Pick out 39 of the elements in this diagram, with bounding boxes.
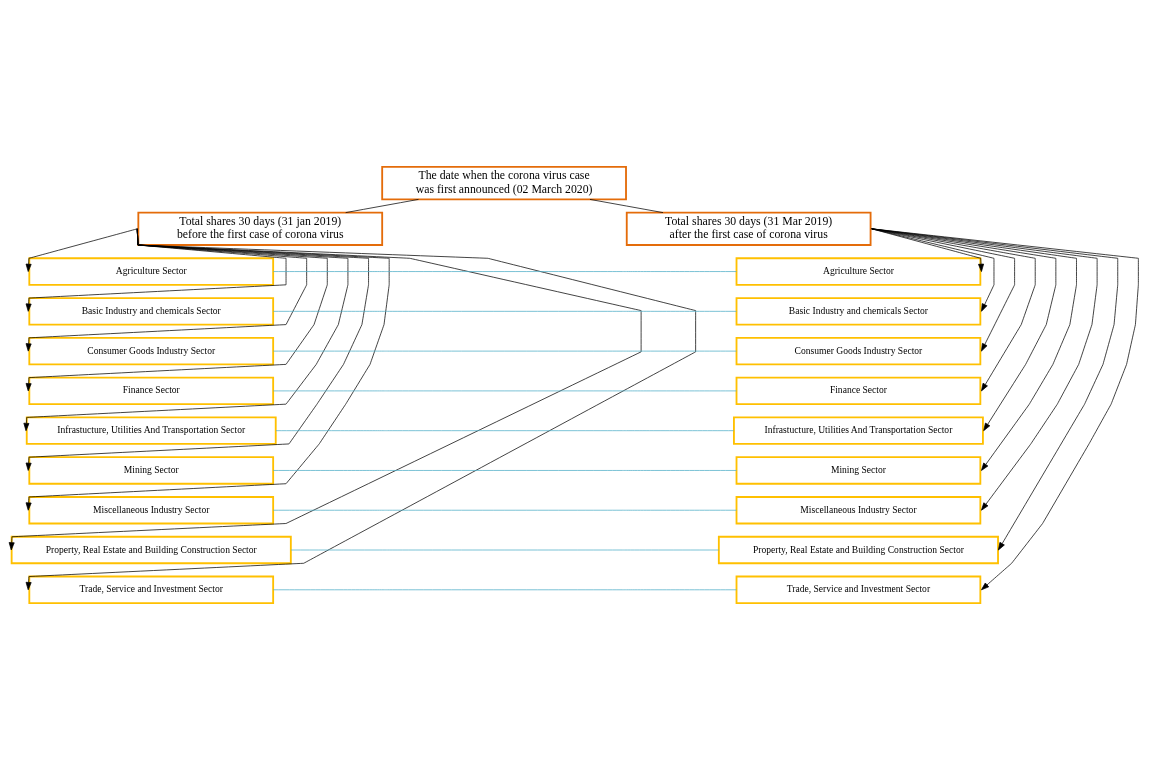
node-box: Mining Sector [28,455,275,485]
connector [272,270,737,272]
arrow [25,227,328,391]
node-box: Total shares 30 days (31 jan 2019) before the first case of corona virus [137,211,384,246]
arrow [8,227,642,550]
connector [272,509,737,511]
node-box: Basic Industry and chemicals Sector [735,296,982,325]
node-box: Finance Sector [28,376,275,405]
arrow [25,227,138,272]
connector [272,390,737,391]
connector [589,198,664,213]
node-box: Infrastucture, Utilities And Transportation Sector [733,416,984,445]
connector [290,549,719,550]
arrow [23,227,349,431]
node-box: Mining Sector [735,455,982,485]
connector [272,350,737,351]
connector [272,310,737,312]
connector [272,469,737,471]
arrow [25,227,369,471]
arrow [25,227,287,312]
node-box: Property, Real Estate and Building Construction Sector [717,535,999,564]
node-box: Trade, Service and Investment Sector [28,575,275,604]
node-box: Miscellaneous Industry Sector [735,495,982,524]
node-box: Trade, Service and Investment Sector [735,575,982,604]
connector [345,198,419,213]
arrow [25,227,308,351]
node-box: The date when the corona virus case was first announced (02 March 2020) [381,165,627,200]
node-box: Basic Industry and chemicals Sector [28,296,275,325]
connector [275,429,735,431]
arrow [25,227,696,590]
connector [272,588,737,590]
node-box: Consumer Goods Industry Sector [28,336,275,365]
node-box: Total shares 30 days (31 Mar 2019) after the first case of corona virus [625,211,872,246]
node-box: Finance Sector [735,376,982,405]
arrow [25,227,390,511]
node-box: Consumer Goods Industry Sector [735,336,982,365]
node-box: Agriculture Sector [28,256,275,286]
node-box: Miscellaneous Industry Sector [28,495,275,524]
arrow [871,227,1139,590]
